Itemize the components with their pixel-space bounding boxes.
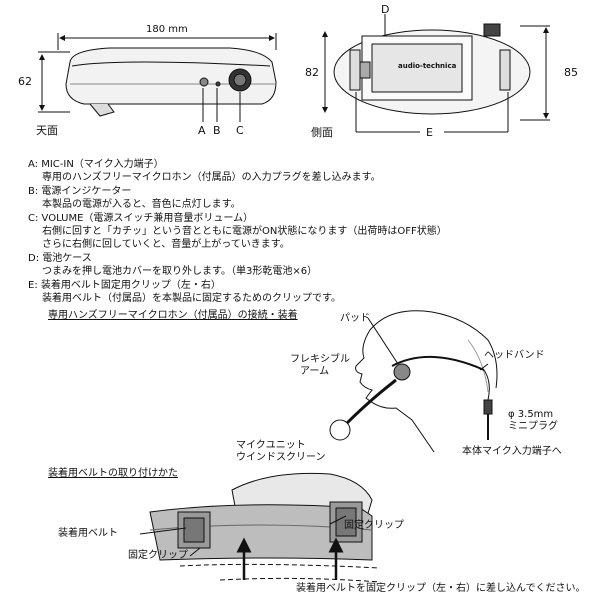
label-c: C (236, 124, 244, 137)
width-dimension: 180 mm (146, 24, 188, 35)
right-height-dimension: 85 (564, 66, 578, 79)
brand-logo-text: audio-technica (398, 62, 457, 70)
flex-arm-label-1: フレキシブル (290, 354, 350, 365)
flex-arm-label-2: アーム (300, 366, 330, 377)
mic-section-title: 専用ハンズフリーマイクロホン（付属品）の接続・装着 (48, 310, 298, 321)
desc-line: 専用のハンズフリーマイクロホン（付属品）の入力プラグを差し込みます。 (42, 172, 381, 184)
desc-line: つまみを押し電池カバーを取り外します。（単3形乾電池×6） (42, 266, 318, 278)
clip-left-label: 固定クリップ (128, 550, 188, 561)
headset-illustration (329, 310, 498, 453)
label-d: D (381, 3, 390, 16)
label-e: E (426, 126, 433, 139)
desc-line: A: MIC-IN（マイク入力端子） (28, 159, 164, 170)
left-height-dimension: 82 (305, 66, 319, 79)
clip-right-label: 固定クリップ (344, 520, 404, 531)
mic-unit-label-2: ウインドスクリーン (236, 452, 326, 463)
side-view-device (322, 14, 550, 133)
to-jack-label: 本体マイク入力端子へ (462, 446, 562, 457)
pad-label: パッド (340, 313, 370, 324)
desc-line: 装着用ベルト（付属品）を本製品に固定するためのクリップです。 (42, 293, 341, 305)
desc-line: 右側に回すと「カチッ」という音とともに電源がON状態になります（出荷時はOFF状… (42, 226, 447, 238)
parts-description-list: A: MIC-IN（マイク入力端子） 専用のハンズフリーマイクロホン（付属品）の… (28, 158, 588, 305)
side-view-caption: 側面 (311, 126, 333, 139)
top-view-device (38, 33, 277, 122)
belt-illustration (139, 472, 381, 583)
desc-line: B: 電源インジケーター (28, 185, 132, 197)
mic-unit-label-1: マイクユニット (236, 440, 306, 451)
desc-line: さらに右側に回していくと、音量が上がっていきます。 (42, 239, 290, 251)
desc-line: E: 装着用ベルト固定用クリップ（左・右） (28, 279, 221, 291)
belt-label: 装着用ベルト (58, 528, 118, 539)
plug-type-label: ミニプラグ (508, 421, 558, 432)
headband-label: ヘッドバンド (484, 350, 545, 361)
plug-size-label: φ 3.5mm (508, 409, 554, 420)
label-a: A (198, 124, 206, 137)
belt-section-title: 装着用ベルトの取り付けかた (48, 468, 178, 479)
desc-line: C: VOLUME（電源スイッチ兼用音量ボリューム） (28, 212, 254, 224)
desc-line: D: 電池ケース (28, 252, 92, 264)
height-dimension: 62 (18, 75, 32, 88)
belt-instruction: 装着用ベルトを固定クリップ（左・右）に差し込んでください。 (296, 583, 586, 594)
label-b: B (213, 124, 221, 137)
desc-line: 本製品の電源が入ると、音色に点灯します。 (42, 199, 241, 211)
top-view-caption: 天面 (36, 124, 58, 137)
